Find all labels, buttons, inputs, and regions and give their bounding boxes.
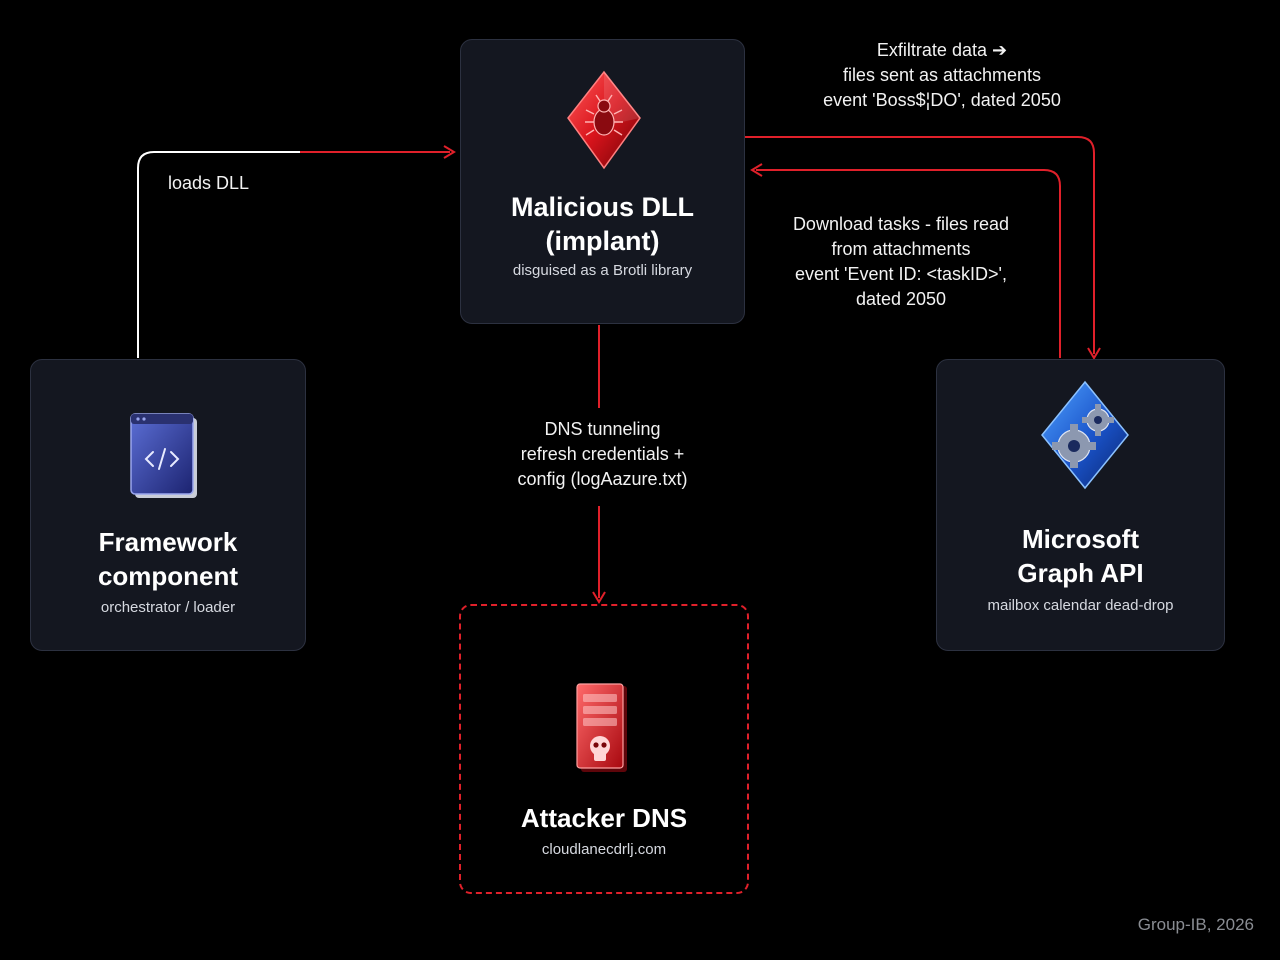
- download-label-line1: Download tasks - files read: [792, 214, 1010, 234]
- exfil-label: Exfiltrate data ➔ files sent as attachme…: [792, 38, 1092, 113]
- dns-tunnel-label-line2: refresh credentials +: [520, 444, 685, 464]
- graph-title-line1: Microsoft: [1022, 524, 1139, 554]
- exfil-arrowhead: [1087, 347, 1101, 360]
- graph-subtitle: mailbox calendar dead-drop: [987, 597, 1174, 614]
- attacker-dns-node: Attacker DNS cloudlanecdrlj.com: [459, 604, 749, 894]
- framework-subtitle: orchestrator / loader: [100, 599, 236, 616]
- download-label-line3: event 'Event ID: <taskID>',: [795, 264, 1007, 284]
- framework-title-line1: Framework: [98, 527, 238, 557]
- framework-node: Framework component orchestrator / loade…: [30, 359, 306, 651]
- exfil-connector: [745, 136, 1095, 354]
- dns-tunnel-label: DNS tunneling refresh credentials + conf…: [480, 417, 725, 492]
- loads-dll-connector-white: [137, 151, 300, 358]
- download-arrowhead: [750, 163, 763, 177]
- dll-node: Malicious DLL (implant) disguised as a B…: [460, 39, 745, 324]
- skull-server-icon: [576, 683, 627, 772]
- loads-dll-arrowhead: [443, 145, 456, 159]
- code-window-icon: [130, 413, 197, 498]
- dns-title: Attacker DNS: [520, 803, 688, 833]
- dll-subtitle: disguised as a Brotli library: [512, 262, 693, 279]
- framework-title-line2: component: [97, 561, 239, 591]
- dns-tunnel-label-line3: config (logAazure.txt): [517, 469, 688, 489]
- download-label-line4: dated 2050: [855, 289, 947, 309]
- graph-title-line2: Graph API: [1017, 558, 1144, 588]
- gears-icon: [1041, 380, 1129, 490]
- dns-subtitle: cloudlanecdrlj.com: [541, 841, 667, 858]
- exfil-label-line3: event 'Boss$¦DO', dated 2050: [823, 90, 1061, 110]
- bug-diamond-icon: [567, 70, 641, 170]
- dns-tunnel-label-line1: DNS tunneling: [544, 419, 661, 439]
- download-label-line2: from attachments: [831, 239, 971, 259]
- exfil-label-line2: files sent as attachments: [842, 65, 1042, 85]
- exfil-label-line1: Exfiltrate data ➔: [876, 40, 1008, 60]
- download-label: Download tasks - files read from attachm…: [760, 212, 1042, 312]
- graph-api-node: Microsoft Graph API mailbox calendar dea…: [936, 359, 1225, 651]
- dns-arrowhead: [592, 591, 606, 604]
- footer-credit: Group-IB, 2026: [1137, 915, 1254, 934]
- download-connector: [756, 169, 1061, 358]
- dll-title: Malicious DLL (implant): [510, 192, 694, 256]
- loads-dll-label: loads DLL: [168, 173, 250, 193]
